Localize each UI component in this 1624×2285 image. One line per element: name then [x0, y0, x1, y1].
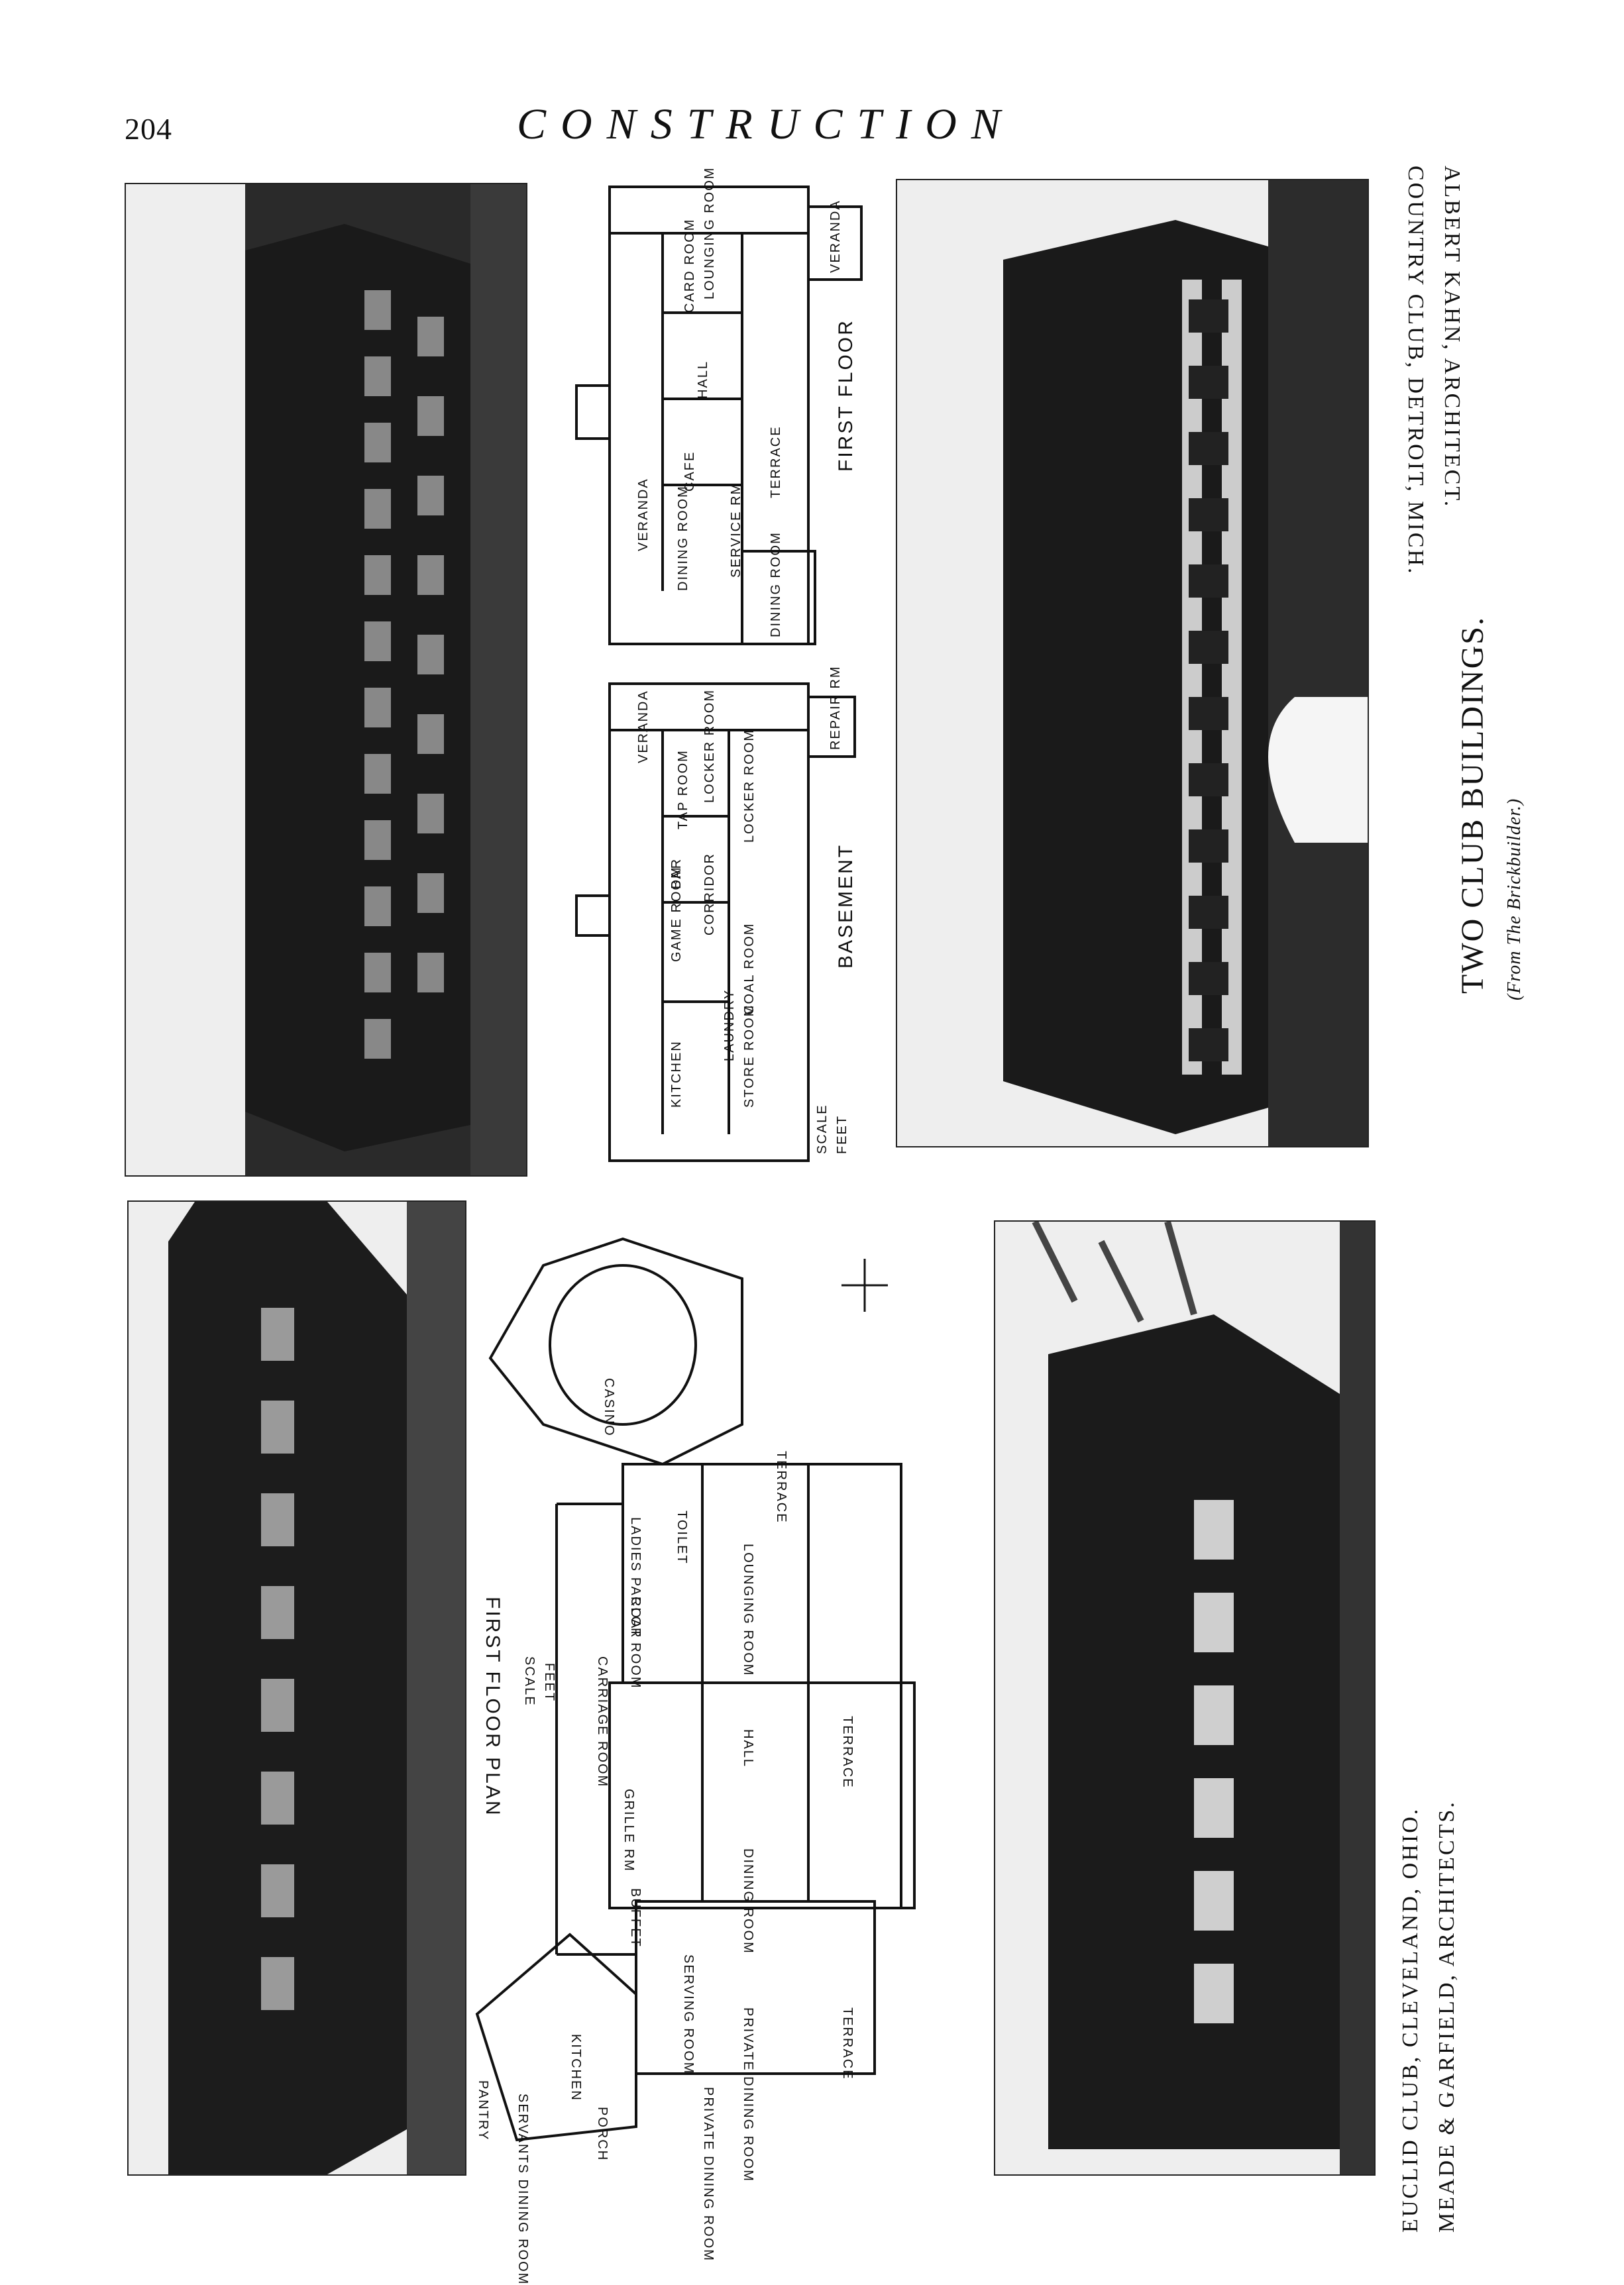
euclid-room-grille: GRILLE RM — [622, 1789, 636, 1872]
bs-room-locker-2: LOCKER ROOM — [742, 728, 757, 843]
euclid-room-lounging: LOUNGING ROOM — [741, 1544, 755, 1677]
ff-room-hall: HALL — [696, 360, 710, 399]
euclid-room-servants: SERVANTS DINING ROOM — [515, 2094, 530, 2285]
ff-room-lounging: LOUNGING ROOM — [702, 166, 717, 299]
scale-label: SCALE — [815, 1104, 830, 1154]
euclid-scale-label: SCALE — [522, 1656, 537, 1707]
bs-room-laundry: LAUNDRY — [722, 988, 737, 1061]
bs-room-tap: TAP ROOM — [676, 749, 690, 829]
ff-room-veranda-2: VERANDA — [828, 199, 843, 273]
page-number: 204 — [125, 112, 172, 146]
ff-room-cafe: CAFE — [682, 451, 697, 492]
euclid-room-pantry: PANTRY — [476, 2080, 490, 2141]
running-title: CONSTRUCTION — [517, 100, 1015, 148]
euclid-room-kitchen: KITCHEN — [568, 2034, 583, 2101]
euclid-club-photo-1 — [127, 1200, 466, 2176]
feet-label: FEET — [835, 1114, 849, 1154]
ff-room-card: CARD ROOM — [682, 218, 697, 313]
euclid-room-terrace-1: TERRACE — [774, 1451, 788, 1524]
bs-room-kitchen: KITCHEN — [669, 1040, 684, 1108]
bs-room-veranda: VERANDA — [636, 690, 651, 763]
euclid-room-private-1: PRIVATE DINING ROOM — [741, 2007, 755, 2182]
caption-detroit-club: COUNTRY CLUB, DETROIT, MICH. — [1403, 166, 1428, 576]
euclid-room-hall: HALL — [741, 1729, 755, 1768]
ff-room-service: SERVICE RM — [729, 482, 743, 578]
euclid-room-casino: CASINO — [602, 1378, 616, 1437]
basement-title: BASEMENT — [835, 843, 857, 969]
euclid-room-toilet: TOILET — [675, 1511, 689, 1565]
source-note: (From The Brickbuilder.) — [1504, 798, 1525, 1000]
detroit-club-photo-1 — [125, 183, 527, 1177]
euclid-room-buffet: BUFFET — [628, 1888, 643, 1948]
euclid-plan-title: FIRST FLOOR PLAN — [482, 1597, 504, 1817]
euclid-room-coat: COAT ROOM — [628, 1597, 643, 1689]
main-title: TWO CLUB BUILDINGS. — [1455, 616, 1490, 994]
bs-room-store: STORE ROOM — [742, 1004, 757, 1108]
detroit-club-photo-2 — [896, 179, 1369, 1147]
euclid-room-carriage: CARRIAGE ROOM — [595, 1656, 610, 1788]
euclid-feet-label: FEET — [542, 1663, 557, 1703]
bs-room-locker-1: LOCKER ROOM — [702, 688, 717, 803]
euclid-room-dining: DINING ROOM — [741, 1848, 755, 1954]
ff-room-veranda: VERANDA — [636, 478, 651, 551]
ff-room-dining: DINING ROOM — [676, 485, 690, 591]
bs-room-coal: COAL ROOM — [742, 922, 757, 1016]
bs-room-bar: BAR — [669, 857, 684, 889]
euclid-room-terrace-2: TERRACE — [840, 1716, 855, 1789]
first-floor-title: FIRST FLOOR — [835, 319, 857, 472]
euclid-plan: CASINO TERRACE LOUNGING ROOM LADIES PARL… — [464, 1226, 954, 2285]
ff-room-terrace: TERRACE — [769, 425, 783, 498]
bs-room-repair: REPAIR RM — [828, 665, 843, 750]
detroit-plans: VERANDA DINING ROOM CAFE HALL CARD ROOM … — [570, 167, 868, 1174]
euclid-room-porch: PORCH — [595, 2107, 610, 2162]
ff-room-dining-2: DINING ROOM — [769, 531, 783, 637]
euclid-room-private-2: PRIVATE DINING ROOM — [701, 2087, 716, 2262]
caption-euclid-club: EUCLID CLUB, CLEVELAND, OHIO. — [1398, 1807, 1423, 2233]
euclid-club-photo-2 — [994, 1220, 1376, 2176]
bs-room-corridor: CORRIDOR — [702, 853, 717, 935]
euclid-room-serving: SERVING ROOM — [681, 1954, 696, 2075]
caption-euclid-architects: MEADE & GARFIELD, ARCHITECTS. — [1435, 1800, 1459, 2233]
euclid-room-terrace-3: TERRACE — [840, 2007, 855, 2080]
caption-detroit-architect: ALBERT KAHN, ARCHITECT. — [1440, 166, 1464, 509]
